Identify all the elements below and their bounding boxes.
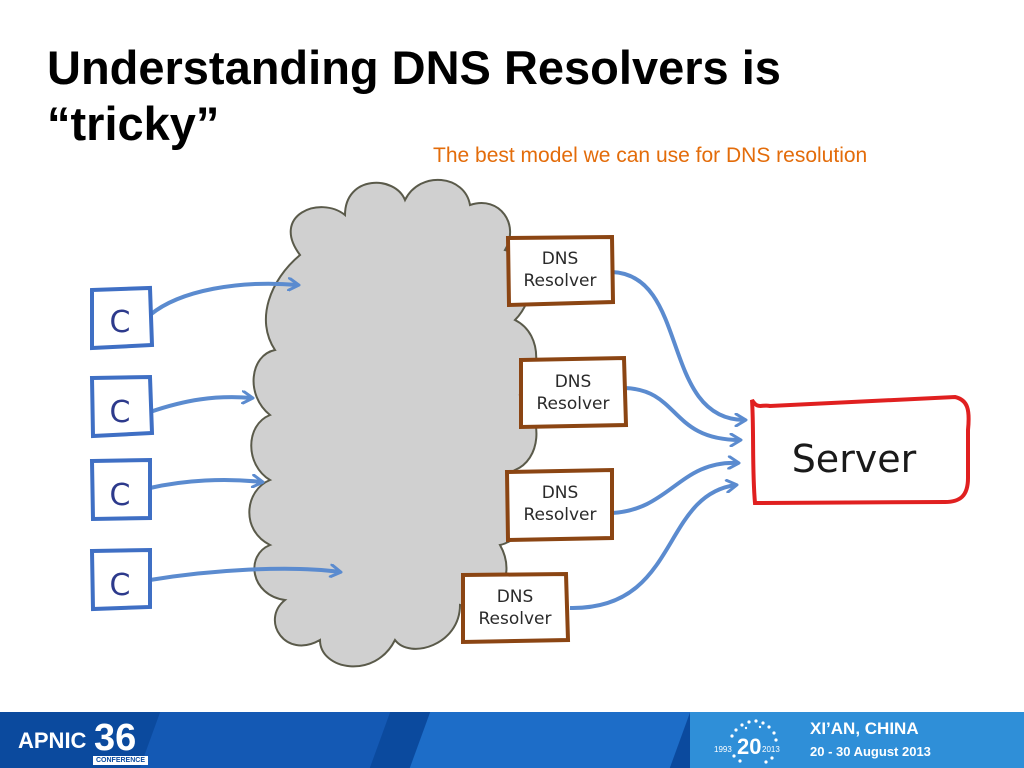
client-arrow-2 xyxy=(149,397,252,414)
resolver-arrow-1 xyxy=(611,270,745,420)
anniversary-dots-icon xyxy=(730,719,778,764)
resolver-arrow-3 xyxy=(611,463,738,515)
dns-resolver-3: DNS Resolver xyxy=(504,467,614,543)
resolver-line2: Resolver xyxy=(524,505,597,525)
apnic-logo-text: APNIC xyxy=(18,728,87,753)
dns-model-diagram: C C C C DNS Resolver DNS Resolver DNS Re… xyxy=(89,178,971,668)
dns-resolver-4: DNS Resolver xyxy=(461,571,571,645)
apnic-logo-number: 36 xyxy=(94,717,137,759)
conference-footer: APNIC 36 CONFERENCE 1993 20 2013 XI’AN, … xyxy=(0,712,1024,768)
anniversary-end-year: 2013 xyxy=(762,745,780,754)
anniversary-start-year: 1993 xyxy=(714,745,732,754)
title-line-2: “tricky” xyxy=(47,97,220,150)
slide-subtitle: The best model we can use for DNS resolu… xyxy=(433,144,868,167)
slide-title: Understanding DNS Resolvers is “tricky” xyxy=(47,40,947,152)
client-label: C xyxy=(110,478,131,513)
server: Server xyxy=(750,394,971,506)
anniversary-logo: 1993 20 2013 xyxy=(712,716,802,764)
anniversary-number: 20 xyxy=(737,734,762,759)
resolver-line2: Resolver xyxy=(479,609,552,629)
resolver-line2: Resolver xyxy=(537,394,610,414)
apnic-logo-conference: CONFERENCE xyxy=(93,756,149,765)
client-arrow-1 xyxy=(148,284,298,317)
client-2: C xyxy=(89,374,155,439)
client-label: C xyxy=(110,395,131,430)
conference-dates: 20 - 30 August 2013 xyxy=(810,744,931,759)
client-label: C xyxy=(110,305,131,340)
dns-resolver-1: DNS Resolver xyxy=(505,234,616,308)
client-4: C xyxy=(89,547,152,612)
resolver-arrow-4 xyxy=(569,485,736,611)
resolver-line1: DNS xyxy=(497,587,534,607)
client-1: C xyxy=(90,285,155,351)
client-3: C xyxy=(89,457,152,522)
client-arrow-3 xyxy=(149,480,262,490)
client-label: C xyxy=(110,568,131,603)
conference-location: XI’AN, CHINA xyxy=(810,719,919,738)
resolver-line1: DNS xyxy=(542,249,579,269)
resolver-line1: DNS xyxy=(542,483,579,503)
title-line-1: Understanding DNS Resolvers is xyxy=(47,41,781,94)
server-label: Server xyxy=(792,437,917,481)
resolver-line1: DNS xyxy=(555,372,592,392)
dns-resolver-2: DNS Resolver xyxy=(519,355,629,430)
client-arrow-4 xyxy=(149,569,340,582)
resolver-line2: Resolver xyxy=(524,271,597,291)
resolver-arrow-2 xyxy=(624,386,740,440)
